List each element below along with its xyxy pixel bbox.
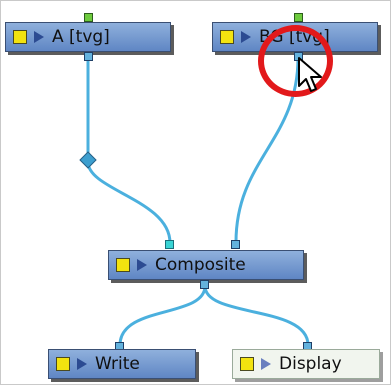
node-bg-top-port[interactable] [294,13,303,22]
node-write[interactable]: Write [48,349,196,379]
composite-input-port-2[interactable] [231,240,240,249]
play-arrow-icon[interactable] [241,31,251,43]
wire-composite-to-write[interactable] [118,285,207,346]
node-a-label: A [tvg] [52,27,110,47]
highlight-circle [258,25,333,97]
play-arrow-icon[interactable] [137,259,147,271]
mouse-pointer-icon [298,57,322,92]
composite-input-port-1[interactable] [165,240,174,249]
wire-composite-to-display[interactable] [203,285,310,346]
node-color-swatch-icon[interactable] [220,30,234,44]
node-a[interactable]: A [tvg] [5,22,171,52]
play-arrow-icon[interactable] [77,358,87,370]
node-display-label: Display [279,354,342,374]
wire-waypoint[interactable] [79,151,97,169]
node-composite[interactable]: Composite [108,250,304,280]
play-arrow-icon[interactable] [261,358,271,370]
node-color-swatch-icon[interactable] [56,357,70,371]
node-color-swatch-icon[interactable] [13,30,27,44]
node-display[interactable]: Display [232,349,380,379]
node-color-swatch-icon[interactable] [240,357,254,371]
node-write-label: Write [95,354,140,374]
node-a-top-port[interactable] [84,13,93,22]
node-color-swatch-icon[interactable] [116,258,130,272]
node-composite-label: Composite [155,255,246,275]
play-arrow-icon[interactable] [34,31,44,43]
node-a-output-port[interactable] [84,52,93,61]
composite-output-port[interactable] [200,280,209,289]
wire-a-to-composite[interactable] [86,58,172,244]
